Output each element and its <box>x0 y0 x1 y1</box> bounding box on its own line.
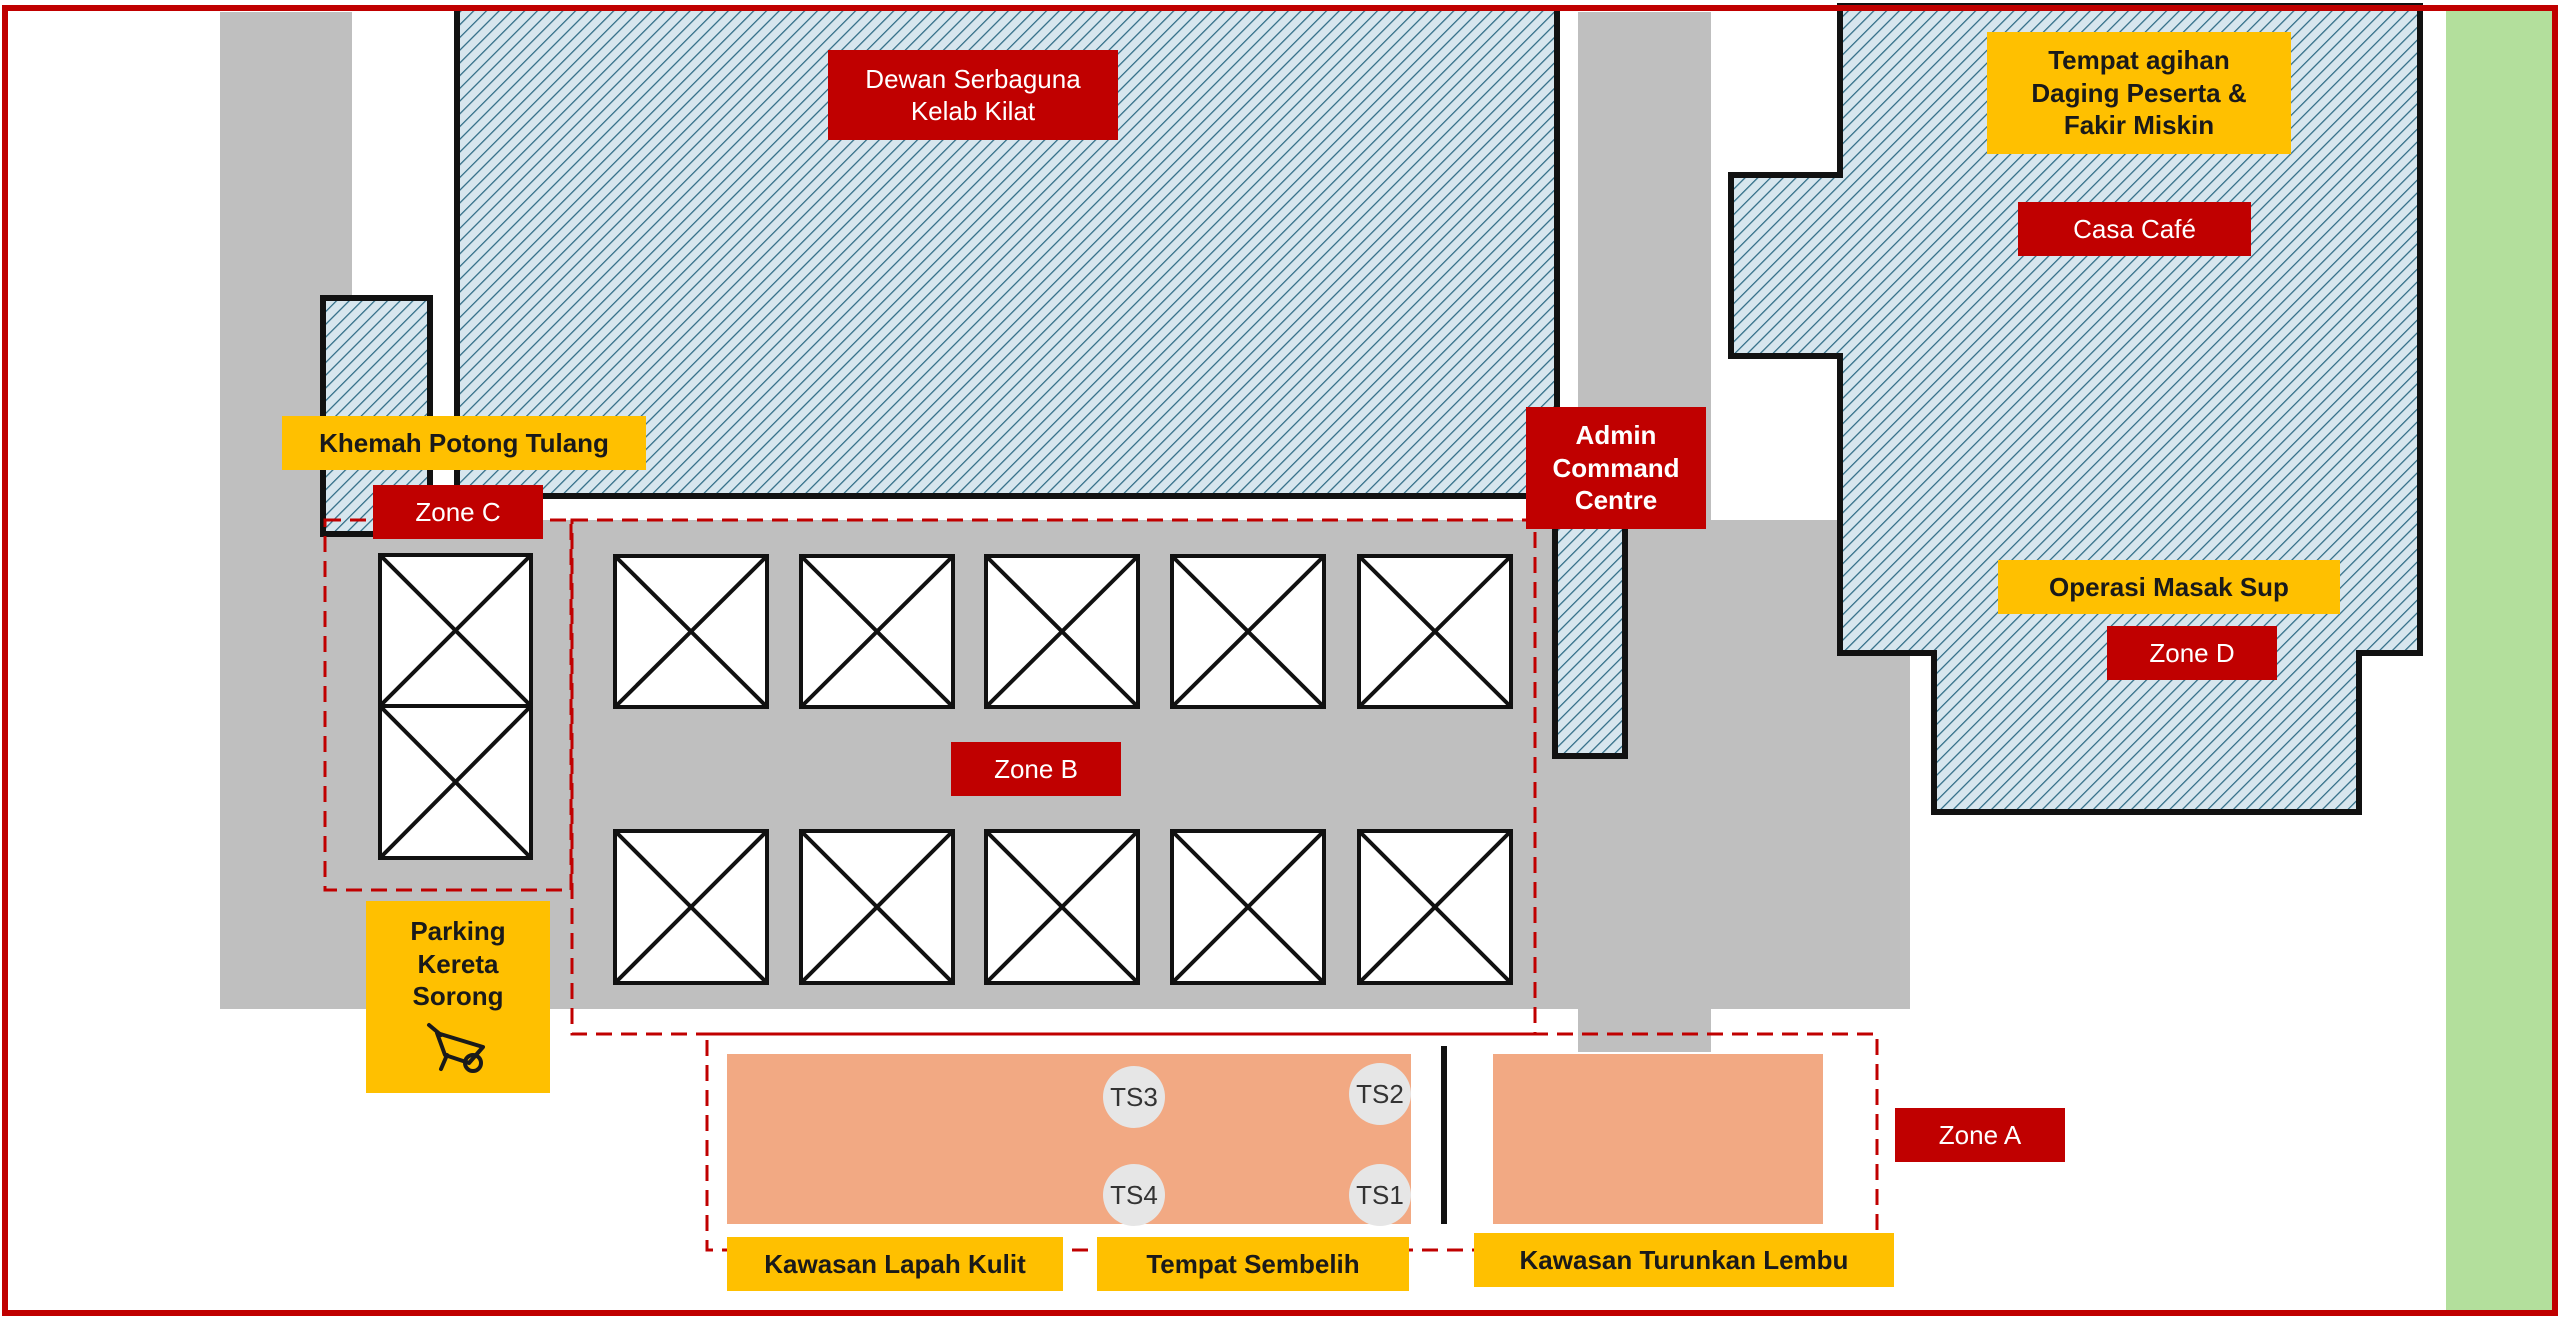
parking-text: Parking Kereta Sorong <box>410 916 506 1011</box>
zone-c-boundary <box>323 518 573 892</box>
tent-icon <box>1170 829 1326 985</box>
label-dewan: Dewan Serbaguna Kelab Kilat <box>828 50 1118 140</box>
tent-icon <box>378 553 533 708</box>
label-parking: Parking Kereta Sorong <box>366 901 550 1093</box>
tent-icon <box>799 554 955 709</box>
label-zone-d: Zone D <box>2107 626 2277 680</box>
label-zone-b: Zone B <box>951 742 1121 796</box>
label-sembelih: Tempat Sembelih <box>1097 1237 1409 1291</box>
zone-c-tents <box>378 553 533 860</box>
area-lapah-sembelih <box>727 1054 1411 1224</box>
tent-icon <box>1357 554 1513 709</box>
station-ts3: TS3 <box>1103 1066 1165 1128</box>
tent-icon <box>613 829 769 985</box>
label-operasi: Operasi Masak Sup <box>1998 560 2340 614</box>
label-zone-c: Zone C <box>373 485 543 539</box>
zone-b-tents <box>613 554 1513 985</box>
tent-icon <box>984 829 1140 985</box>
tent-icon <box>984 554 1140 709</box>
tent-icon <box>613 554 769 709</box>
green-strip <box>2446 6 2554 1312</box>
walkway <box>572 1009 1578 1034</box>
station-ts4: TS4 <box>1103 1164 1165 1226</box>
label-tempat-agihan: Tempat agihan Daging Peserta & Fakir Mis… <box>1987 32 2291 154</box>
tent-icon <box>1357 829 1513 985</box>
label-turunkan: Kawasan Turunkan Lembu <box>1474 1233 1894 1287</box>
station-ts1: TS1 <box>1349 1164 1411 1226</box>
tent-icon <box>1170 554 1326 709</box>
label-khemah: Khemah Potong Tulang <box>282 416 646 470</box>
tent-icon <box>799 829 955 985</box>
label-zone-a: Zone A <box>1895 1108 2065 1162</box>
site-border <box>2 5 2558 1316</box>
building-admin-annex <box>1552 507 1628 759</box>
label-lapah: Kawasan Lapah Kulit <box>727 1237 1063 1291</box>
label-admin: Admin Command Centre <box>1526 407 1706 529</box>
tent-icon <box>378 704 533 860</box>
area-turunkan <box>1493 1054 1823 1224</box>
wheelbarrow-icon <box>427 1022 485 1073</box>
station-ts2: TS2 <box>1349 1063 1411 1125</box>
label-casa-cafe: Casa Café <box>2018 202 2251 256</box>
